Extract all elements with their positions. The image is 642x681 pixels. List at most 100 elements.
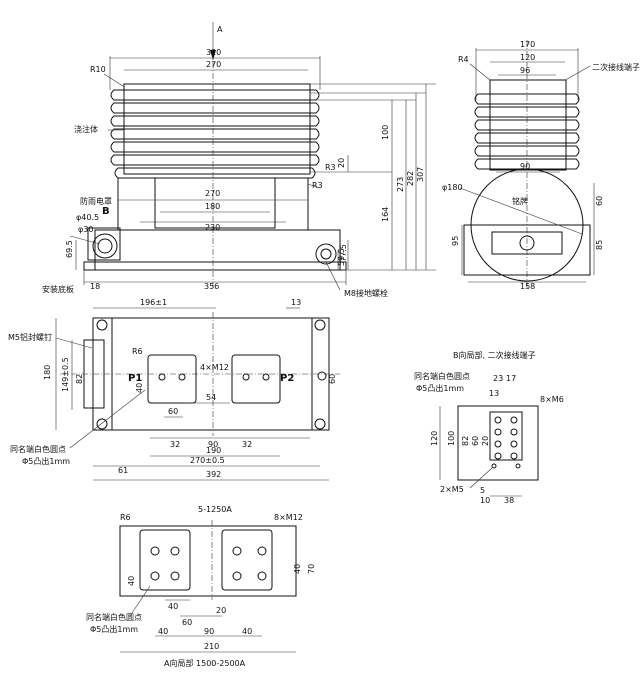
- dim-a-d20: 20: [216, 606, 226, 615]
- label-b-white-dot-size: Φ5凸出1mm: [416, 383, 464, 393]
- dim-d190: 190: [206, 446, 221, 455]
- label-mount-plate: 安装底板: [42, 284, 74, 294]
- dim-h69-5: 69.5: [65, 240, 74, 258]
- dim-b-d10: 10: [480, 496, 490, 505]
- dim-b-m6: 8×M6: [540, 395, 564, 404]
- dim-d90: 90: [208, 440, 218, 449]
- dim-d54: 54: [206, 393, 216, 402]
- dim-a-d70: 70: [307, 564, 316, 574]
- dim-d82: 82: [75, 374, 84, 384]
- front-marker-b: B: [102, 206, 110, 217]
- dim-h282: 282: [406, 171, 415, 186]
- dim-a-d90: 90: [204, 627, 214, 636]
- terminal-p1: P1: [128, 373, 142, 384]
- label-a-white-dot-size: Φ5凸出1mm: [90, 624, 138, 634]
- dim-top-width: 270: [206, 60, 221, 69]
- dim-mid-230: 230: [205, 223, 220, 232]
- dim-a-d40c: 40: [168, 602, 178, 611]
- dim-bottom-356: 356: [204, 282, 219, 291]
- dim-h95: 95: [451, 236, 460, 246]
- dim-w158: 158: [520, 282, 535, 291]
- dim-d40-5: φ40.5: [76, 213, 99, 222]
- label-secondary-terminal: 二次接线端子: [592, 62, 640, 72]
- dim-d32a: 32: [170, 440, 180, 449]
- dim-a-d40a: 40: [127, 576, 136, 586]
- dim-a-d40d: 40: [158, 627, 168, 636]
- dim-a-d40b: 40: [293, 564, 302, 574]
- dim-b-d13: 13: [489, 389, 499, 398]
- a-view: 5-1250A R6 8×M12 40 40 70 40 60 20 40 90…: [86, 505, 316, 668]
- dim-h307: 307: [416, 167, 425, 182]
- dim-r10: R10: [90, 65, 106, 74]
- dim-bottom-18: 18: [90, 282, 100, 291]
- dim-d61: 61: [118, 466, 128, 475]
- dim-d30: φ30: [78, 225, 93, 234]
- dim-b-d82: 82: [461, 436, 470, 446]
- dim-overall-width: 320: [206, 48, 221, 57]
- dim-d32b: 32: [242, 440, 252, 449]
- dim-h20: 20: [337, 158, 346, 168]
- dim-w96: 96: [520, 66, 530, 75]
- dim-a-d210: 210: [204, 642, 219, 651]
- dim-d180-top: 180: [43, 365, 52, 380]
- label-ground-bolt: M8接地螺栓: [344, 288, 388, 298]
- a-view-title: A向局部 1500-2500A: [164, 658, 246, 668]
- dim-m12: 4×M12: [200, 363, 229, 372]
- dim-h100: 100: [381, 125, 390, 140]
- dim-b-d17: 17: [506, 374, 516, 383]
- dim-r3b: R3: [325, 163, 336, 172]
- dim-b-d100: 100: [447, 431, 456, 446]
- dim-d40: 40: [135, 383, 144, 393]
- dim-d392: 392: [206, 470, 221, 479]
- sheds: [110, 89, 320, 179]
- dim-h85: 85: [595, 240, 604, 250]
- a-view-top-label: 5-1250A: [198, 505, 232, 514]
- dim-r6: R6: [132, 347, 143, 356]
- front-view: A 320 270 R10 浇注体 270 180 230: [42, 22, 436, 298]
- dim-b-m5: 2×M5: [440, 485, 464, 494]
- dim-r4: R4: [458, 55, 469, 64]
- b-view: B向局部, 二次接线端子 同名端白色圆点 Φ5凸出1mm 23 17 13 8×…: [414, 350, 564, 505]
- dim-d180: φ180: [442, 183, 463, 192]
- dim-h77-5: 77.5: [339, 244, 348, 262]
- dim-w90: 90: [520, 162, 530, 171]
- dim-h273: 273: [396, 177, 405, 192]
- dim-b-d38: 38: [504, 496, 514, 505]
- side-sheds: [474, 93, 580, 170]
- dim-d13: 13: [291, 298, 301, 307]
- dim-h59-5: 59.5: [337, 248, 346, 266]
- dim-d149: 149±0.5: [61, 357, 70, 392]
- side-view: 170 120 96 R4 二次接线端子 90 铭牌 φ180 60 95: [442, 40, 640, 291]
- dim-mid-270: 270: [205, 189, 220, 198]
- label-nameplate: 铭牌: [512, 196, 528, 206]
- label-top-white-dot: 同名端白色圆点: [10, 444, 66, 454]
- dim-b-d23: 23: [493, 374, 503, 383]
- dim-b-d60: 60: [471, 436, 480, 446]
- dim-a-r6: R6: [120, 513, 131, 522]
- label-rain-cover: 防雨电罩: [80, 196, 112, 206]
- label-a-white-dot: 同名端白色圆点: [86, 612, 142, 622]
- dim-b-d20: 20: [481, 436, 490, 446]
- view-marker-a: A: [217, 25, 223, 34]
- dim-a-d40e: 40: [242, 627, 252, 636]
- b-view-title: B向局部, 二次接线端子: [453, 350, 536, 360]
- dim-w120: 120: [520, 53, 535, 62]
- dim-d270: 270±0.5: [190, 456, 225, 465]
- dim-a-m12: 8×M12: [274, 513, 303, 522]
- dim-mid-180: 180: [205, 202, 220, 211]
- label-b-white-dot: 同名端白色圆点: [414, 371, 470, 381]
- dim-b-d5: 5: [480, 486, 485, 495]
- dim-h60: 60: [595, 196, 604, 206]
- dim-h164: 164: [381, 207, 390, 222]
- terminal-p2: P2: [280, 373, 294, 384]
- dim-b-d120: 120: [430, 431, 439, 446]
- front-height-dims: 100 20 164 273 282 307 77.5 59.5: [310, 83, 436, 271]
- dim-d60v: 60: [328, 374, 337, 384]
- top-view: 196±1 13 P1 P2 4×M12 R6 54 60 40 60 32 9…: [8, 298, 340, 481]
- dim-d60: 60: [168, 407, 178, 416]
- dim-r3a: R3: [312, 181, 323, 190]
- label-nameplate-rivet: M5铝封螺钉: [8, 332, 52, 342]
- label-cast-body: 浇注体: [74, 124, 98, 134]
- dim-d196: 196±1: [140, 298, 167, 307]
